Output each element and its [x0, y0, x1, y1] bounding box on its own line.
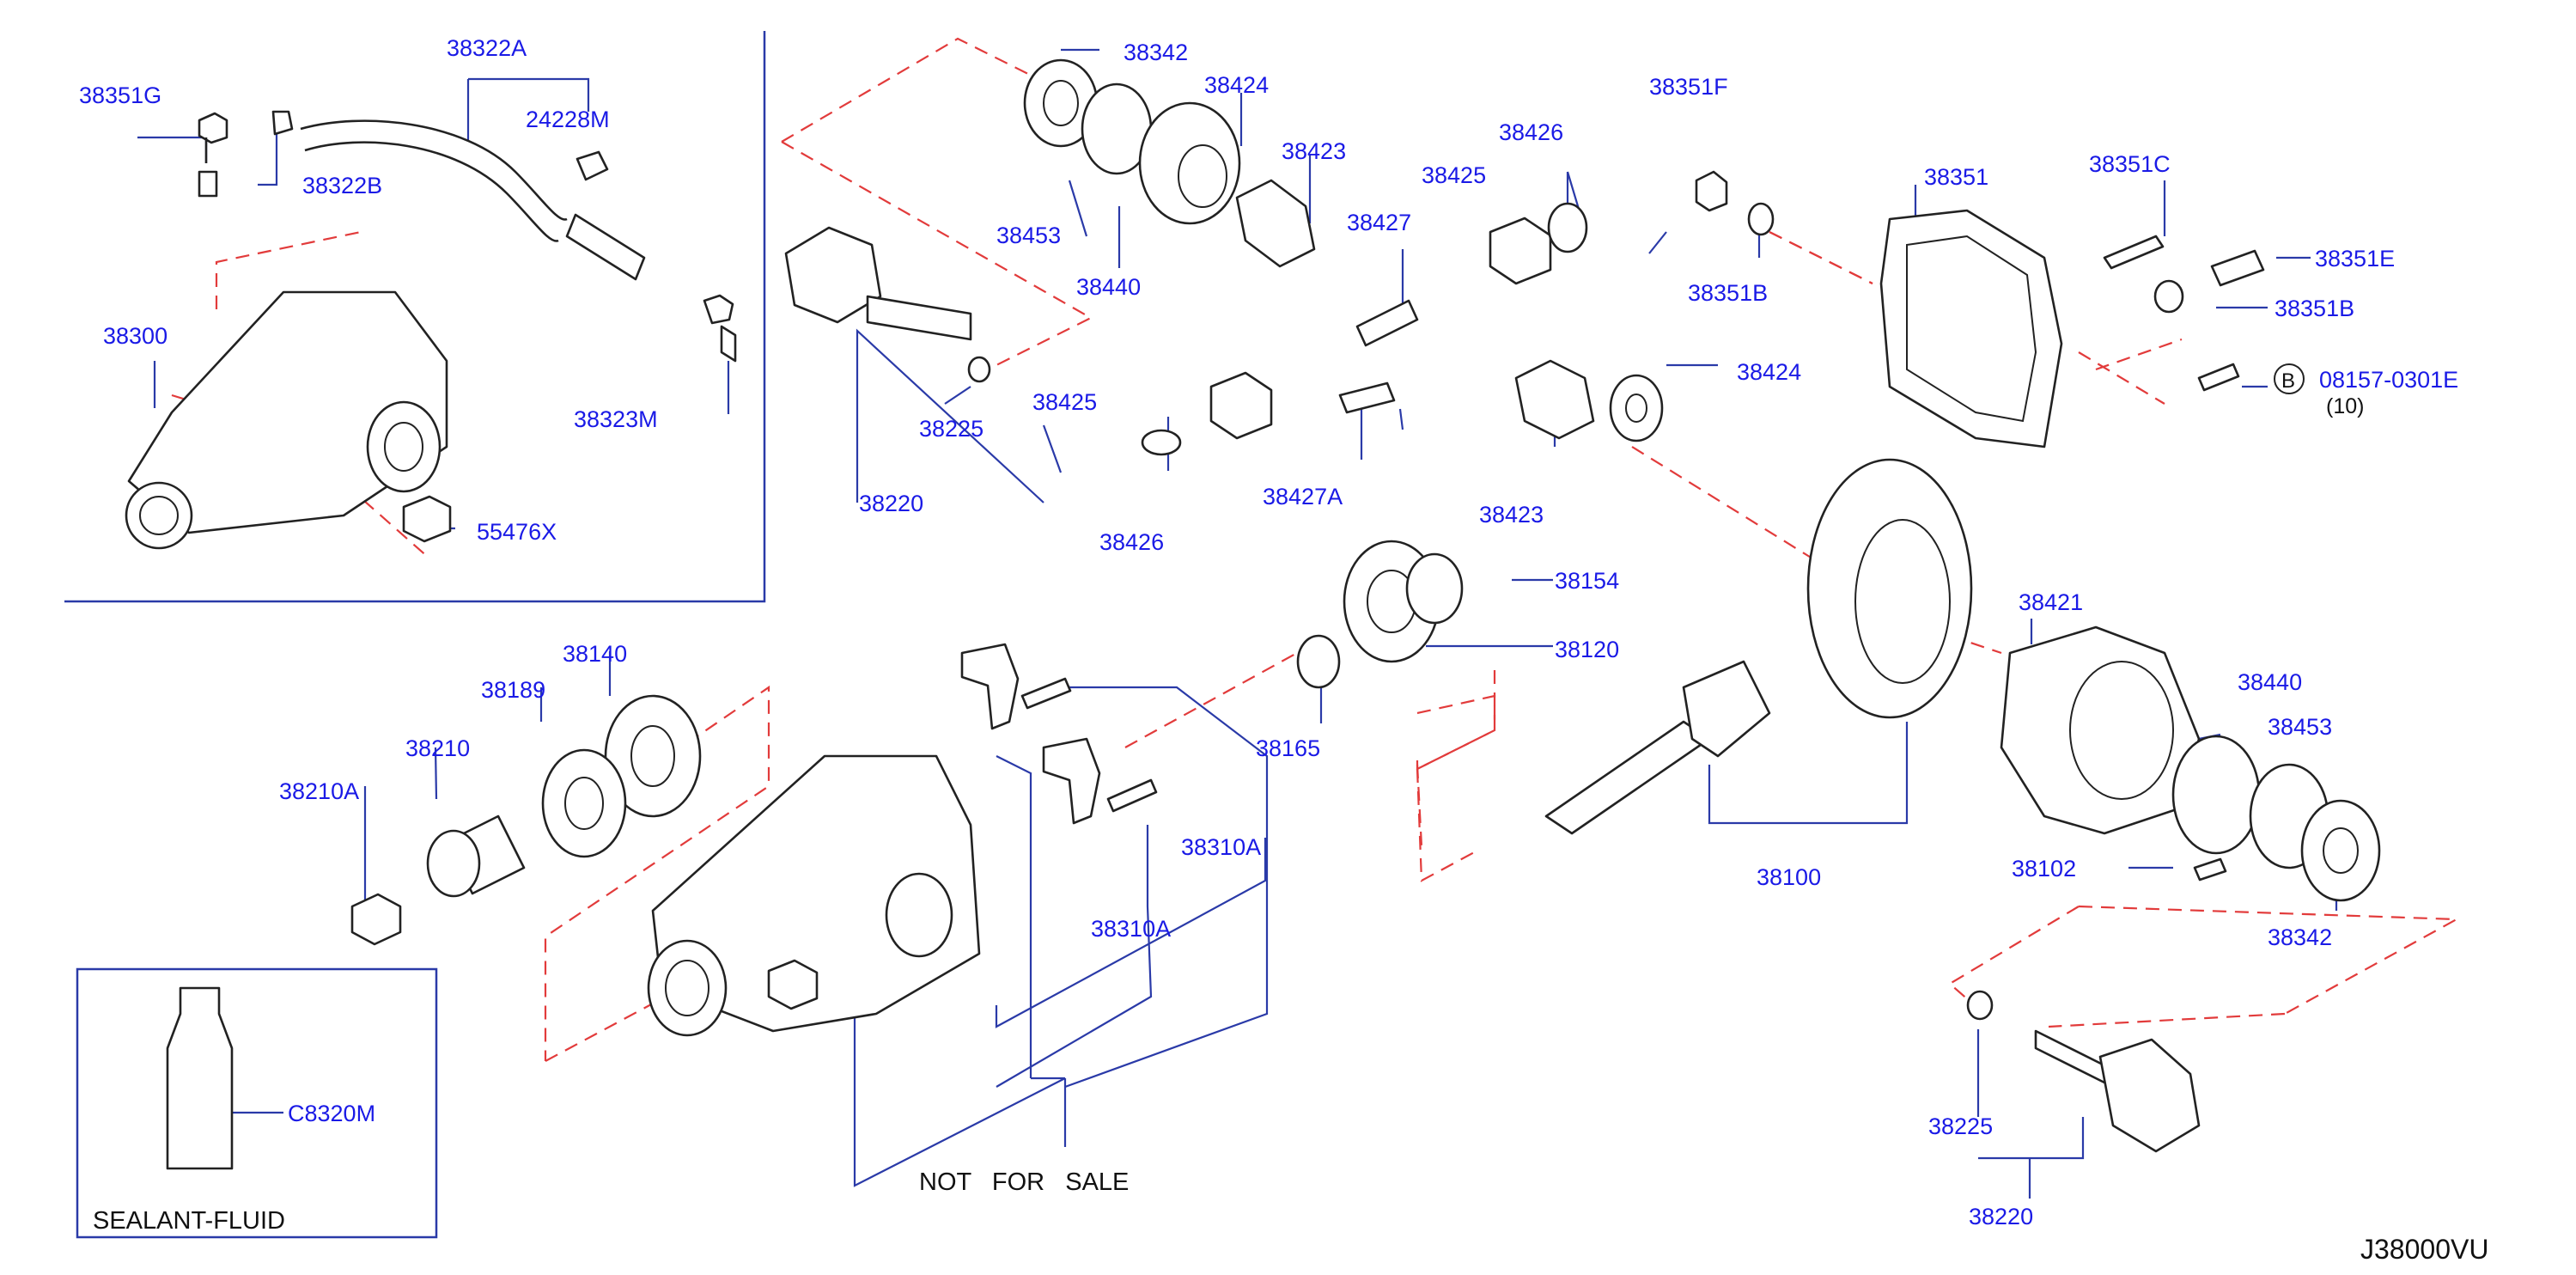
label-38140[interactable]: 38140: [563, 641, 627, 667]
label-38310A-right[interactable]: 38310A: [1181, 834, 1261, 860]
label-38342-right[interactable]: 38342: [2268, 924, 2332, 950]
label-38425-mid[interactable]: 38425: [1032, 389, 1097, 415]
sealant-fluid-label: SEALANT-FLUID: [93, 1207, 285, 1235]
label-38220-top[interactable]: 38220: [859, 491, 923, 516]
b-marker-circle: [2274, 363, 2305, 394]
label-38342-top[interactable]: 38342: [1124, 40, 1188, 65]
label-24228M[interactable]: 24228M: [526, 107, 610, 132]
label-38165[interactable]: 38165: [1256, 735, 1320, 761]
label-38300[interactable]: 38300: [103, 323, 167, 349]
part-outlines: [125, 58, 2381, 1170]
label-38426-mid[interactable]: 38426: [1099, 529, 1164, 555]
label-38424-top[interactable]: 38424: [1204, 72, 1269, 98]
label-38423-top[interactable]: 38423: [1282, 138, 1346, 164]
label-C8320M[interactable]: C8320M: [288, 1101, 375, 1126]
label-38225-bottom[interactable]: 38225: [1928, 1113, 1993, 1139]
label-38453-top[interactable]: 38453: [996, 223, 1061, 248]
label-55476X[interactable]: 55476X: [477, 519, 557, 545]
label-38322B[interactable]: 38322B: [302, 173, 382, 198]
label-38427[interactable]: 38427: [1347, 210, 1411, 235]
label-38440-right[interactable]: 38440: [2238, 669, 2302, 695]
label-38351G[interactable]: 38351G: [79, 82, 161, 108]
label-38351B-top[interactable]: 38351B: [1688, 280, 1768, 306]
label-38322A[interactable]: 38322A: [447, 35, 527, 61]
label-38423-mid[interactable]: 38423: [1479, 502, 1544, 528]
label-38427A[interactable]: 38427A: [1263, 484, 1343, 509]
label-38351E[interactable]: 38351E: [2315, 246, 2395, 271]
b-marker: B: [2281, 369, 2295, 393]
label-38351F[interactable]: 38351F: [1649, 74, 1728, 100]
label-38220-bottom[interactable]: 38220: [1969, 1204, 2033, 1229]
label-38210[interactable]: 38210: [405, 735, 470, 761]
label-38210A[interactable]: 38210A: [279, 778, 359, 804]
part-labels: 38351G 38322A 24228M 38322B 38300 38323M…: [79, 35, 2488, 1265]
label-38225-top[interactable]: 38225: [919, 416, 984, 442]
label-38351[interactable]: 38351: [1924, 164, 1988, 190]
label-38351C[interactable]: 38351C: [2089, 151, 2171, 177]
label-08157-0301E[interactable]: 08157-0301E: [2319, 367, 2458, 393]
leader-lines: [137, 48, 2338, 1199]
frame-lines: [64, 31, 766, 1239]
label-38440-top[interactable]: 38440: [1076, 274, 1141, 300]
label-38453-right[interactable]: 38453: [2268, 714, 2332, 740]
label-38310A-left[interactable]: 38310A: [1091, 916, 1171, 942]
label-38424-mid[interactable]: 38424: [1737, 359, 1801, 385]
label-qty-10: (10): [2326, 394, 2364, 418]
label-38425-top[interactable]: 38425: [1422, 162, 1486, 188]
label-38426-top[interactable]: 38426: [1499, 119, 1563, 145]
label-38102[interactable]: 38102: [2012, 856, 2076, 882]
label-38100[interactable]: 38100: [1757, 864, 1821, 890]
label-38154[interactable]: 38154: [1555, 568, 1619, 594]
label-38120[interactable]: 38120: [1555, 637, 1619, 662]
not-for-sale-label: NOT FOR SALE: [919, 1168, 1129, 1196]
diagram-code: J38000VU: [2360, 1234, 2488, 1265]
label-38351B-right[interactable]: 38351B: [2275, 296, 2354, 321]
label-38421[interactable]: 38421: [2019, 589, 2083, 615]
label-38189[interactable]: 38189: [481, 677, 545, 703]
label-38323M[interactable]: 38323M: [574, 406, 658, 432]
